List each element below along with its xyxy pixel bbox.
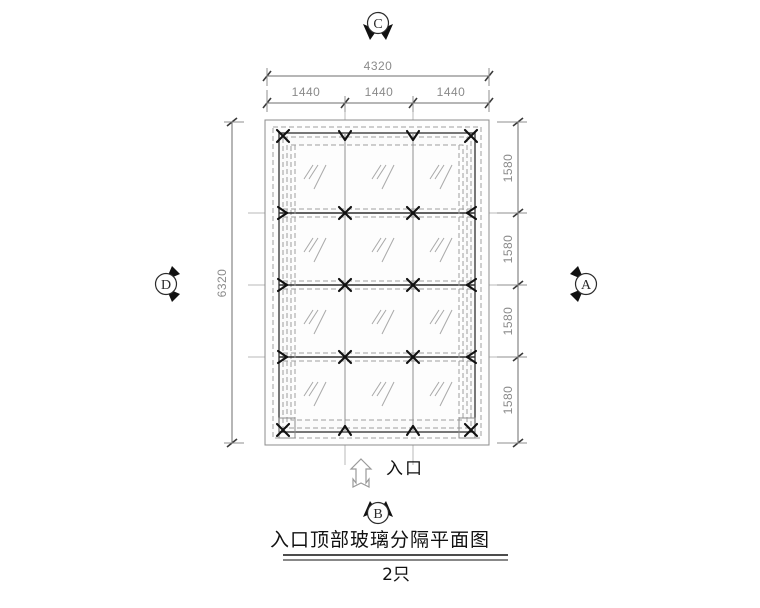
axis-marker-label: D [161, 278, 171, 293]
horizontal-mullion-1 [279, 208, 475, 218]
axis-marker-C[interactable]: C [363, 11, 393, 41]
drawing-subtitle: 2只 [382, 565, 410, 585]
outer-dashed-outline [272, 126, 482, 439]
dimension-value-right-seg-3: 1580 [501, 307, 515, 336]
dimension-value-overall-top: 4320 [364, 59, 393, 73]
axis-marker-circle [574, 272, 598, 296]
dimension-value-top-seg-3: 1440 [437, 85, 466, 99]
left-overall-dimension: 6320 [215, 117, 244, 448]
entrance-label: 入口 [386, 459, 424, 479]
vertical-mullion-group [344, 133, 414, 432]
up-arrow-outline-icon [349, 458, 373, 488]
plan-body [264, 119, 490, 446]
dimension-value-top-seg-1: 1440 [292, 85, 321, 99]
dimension-value-top-seg-2: 1440 [365, 85, 394, 99]
right-segment-dimensions: 1580 1580 1580 1580 [497, 117, 527, 448]
glass-field-dashed [290, 144, 464, 421]
axis-marker-circle [366, 11, 390, 35]
entrance-indicator: 入口 [349, 458, 424, 488]
horizontal-mullion-2 [279, 280, 475, 290]
top-overall-dimension: 4320 [262, 59, 494, 86]
axis-marker-B[interactable]: B [363, 501, 393, 525]
edge-post-group [286, 137, 468, 428]
title-block: 入口顶部玻璃分隔平面图 2只 [270, 529, 508, 585]
drawing-title: 入口顶部玻璃分隔平面图 [270, 529, 490, 551]
axis-marker-down-icon-2 [379, 24, 393, 40]
axis-marker-A[interactable]: A [570, 266, 598, 302]
axis-marker-circle [154, 272, 178, 296]
axis-marker-circle [366, 501, 390, 525]
axis-marker-label: B [373, 507, 382, 522]
corner-detail-bottom-left [278, 417, 296, 439]
corner-detail-group [278, 417, 476, 439]
dimension-value-right-seg-4: 1580 [501, 386, 515, 415]
axis-marker-down-icon [363, 24, 377, 40]
axis-marker-D[interactable]: D [154, 266, 181, 302]
axis-marker-label: C [373, 17, 382, 32]
horizontal-mullion-group [279, 208, 475, 362]
horizontal-mullion-3 [279, 352, 475, 362]
dimension-value-right-seg-1: 1580 [501, 154, 515, 183]
dimension-value-right-seg-2: 1580 [501, 235, 515, 264]
corner-detail-bottom-right [458, 417, 476, 439]
axis-marker-label: A [581, 278, 592, 293]
top-segment-dimensions: 1440 1440 1440 [262, 85, 494, 112]
dimension-value-overall-left: 6320 [215, 269, 229, 298]
